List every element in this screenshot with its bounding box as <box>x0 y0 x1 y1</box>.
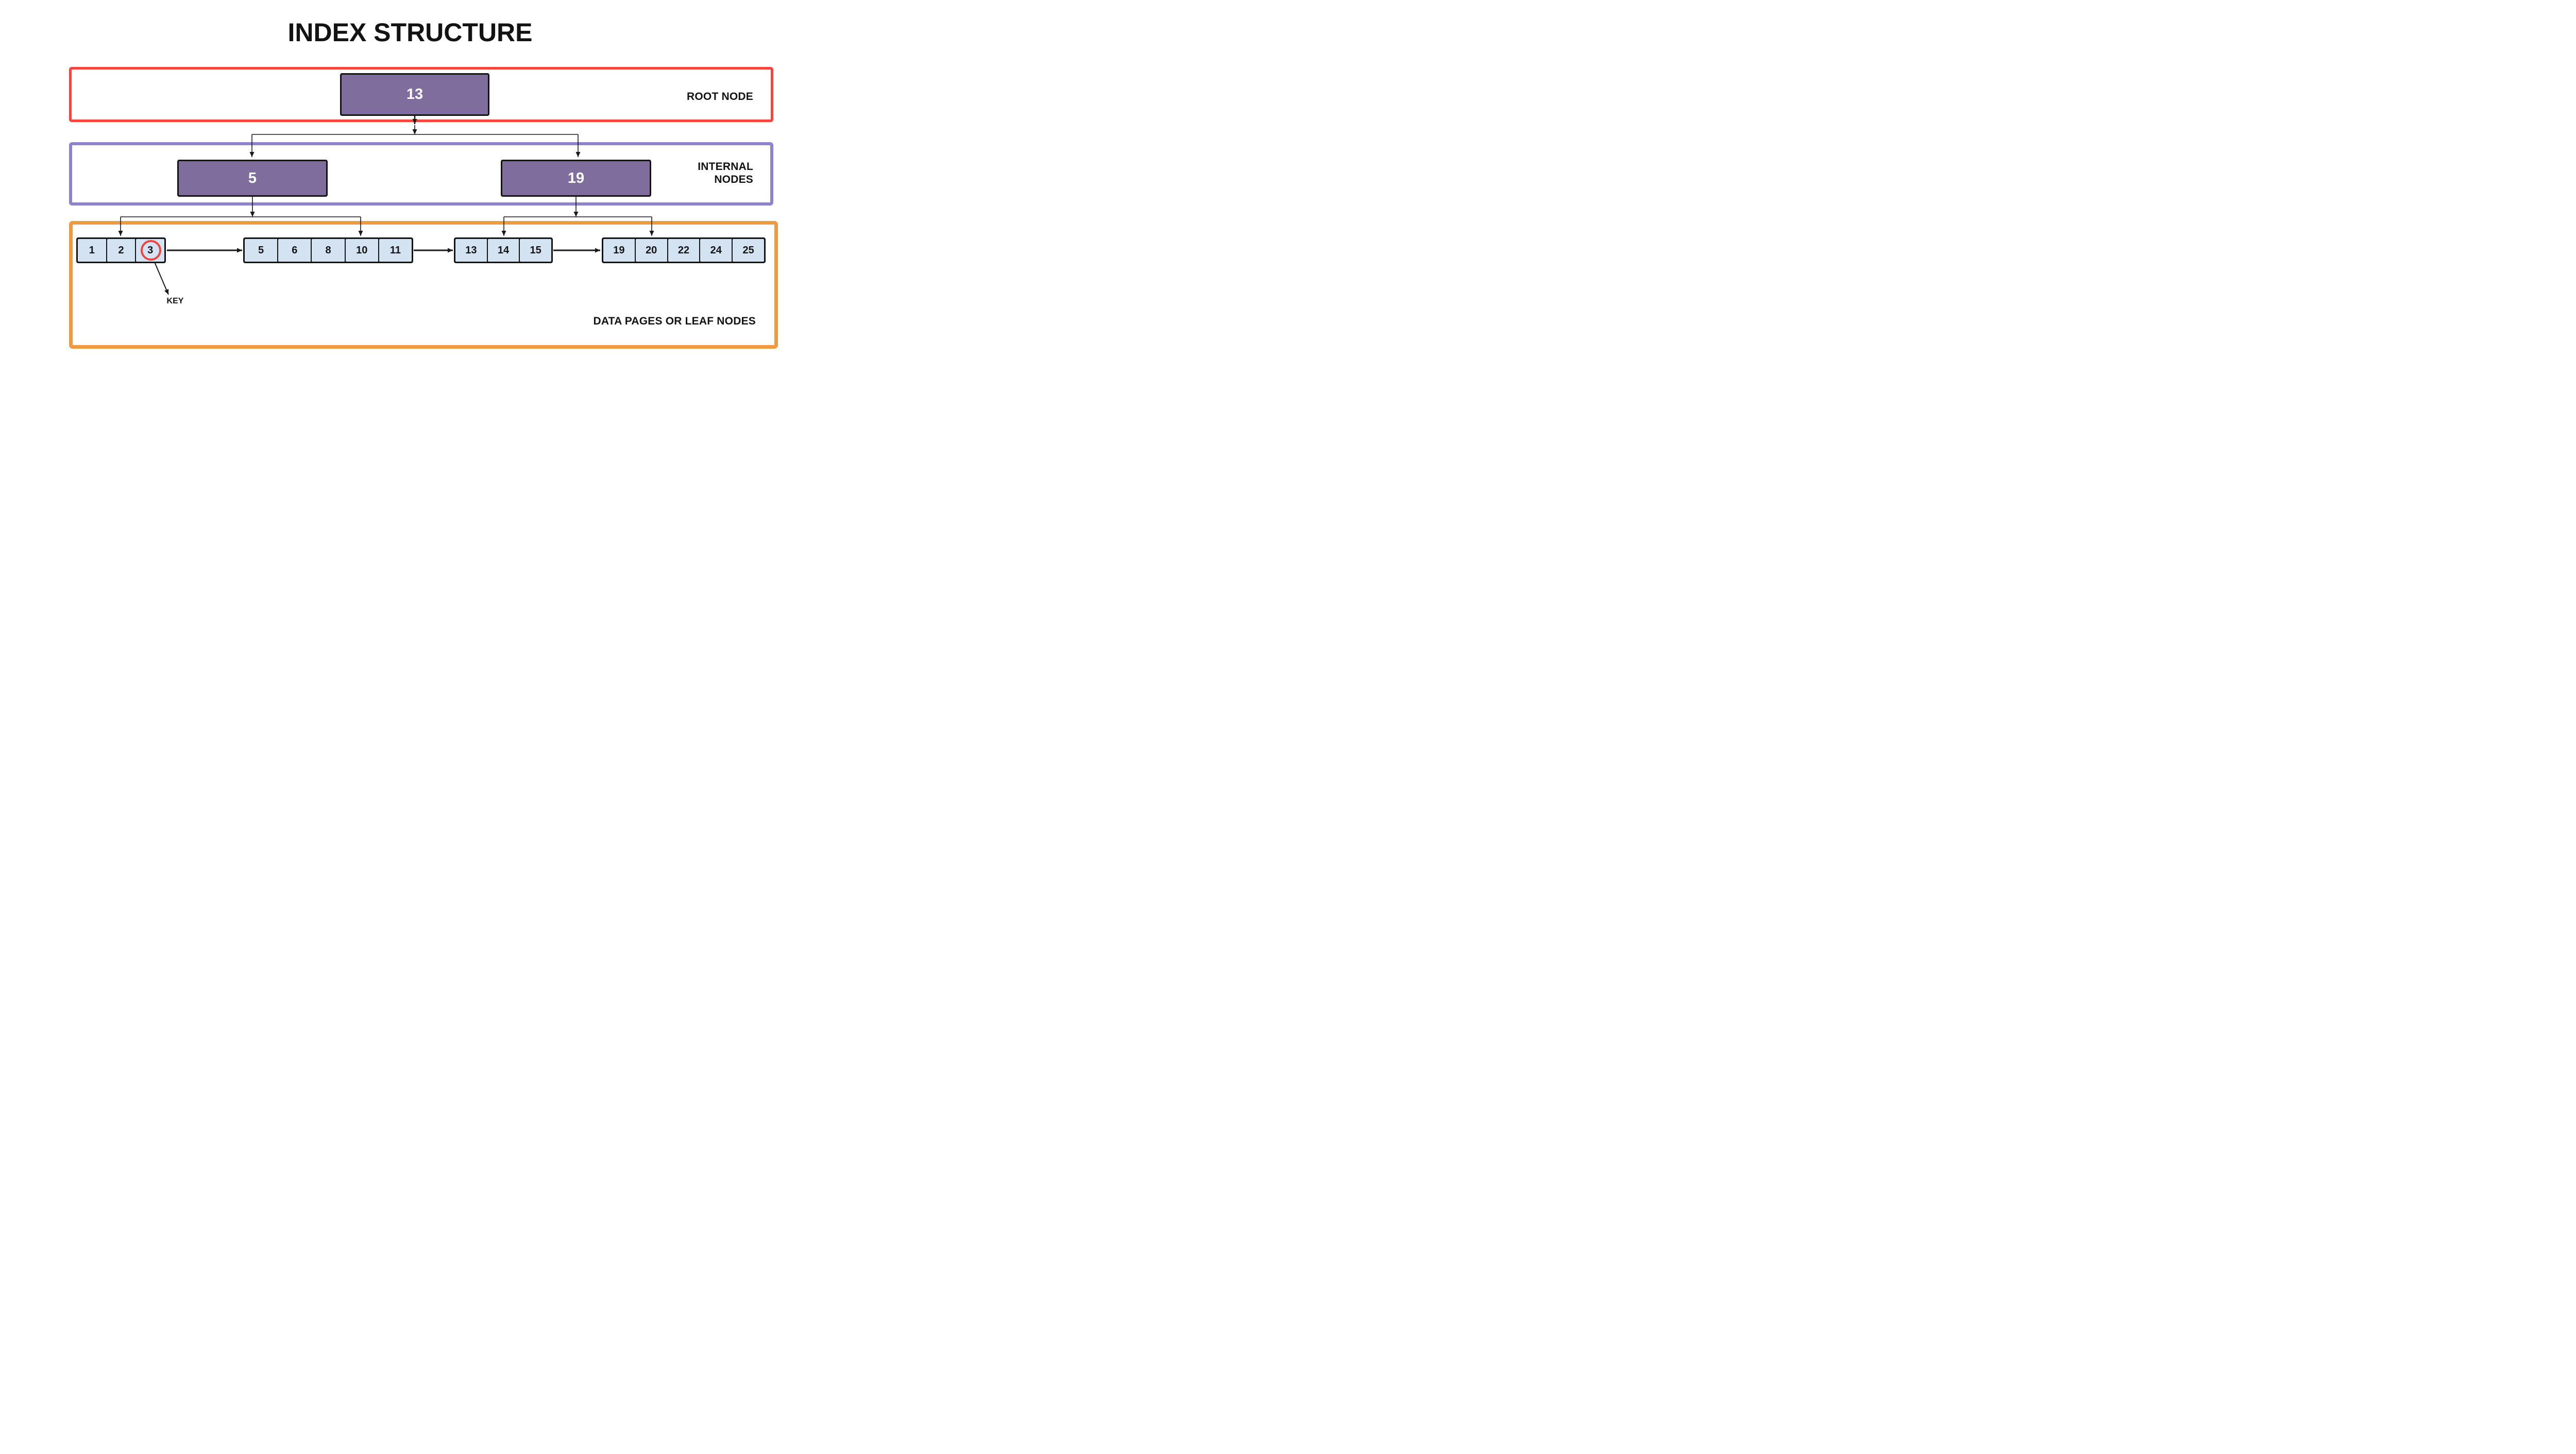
leaf-page-2: 5 6 8 10 11 <box>243 237 413 263</box>
leaf-cell: 6 <box>278 239 312 262</box>
leaf-cell: 15 <box>520 239 552 262</box>
leaf-cell: 22 <box>668 239 701 262</box>
leaf-cell: 5 <box>245 239 279 262</box>
root-node-label: ROOT NODE <box>687 91 753 102</box>
internal-nodes-container <box>69 142 773 206</box>
leaf-cell: 8 <box>312 239 346 262</box>
leaf-cell: 1 <box>78 239 107 262</box>
internal-nodes-label-line1: INTERNAL <box>698 161 753 173</box>
leaf-cell: 20 <box>635 239 668 262</box>
leaf-cell: 11 <box>379 239 412 262</box>
internal-nodes-label: INTERNAL NODES <box>698 160 753 186</box>
leaf-cell: 2 <box>107 239 137 262</box>
key-circle-highlight <box>141 240 161 261</box>
leaf-cell: 13 <box>455 239 488 262</box>
root-node-value: 13 <box>406 86 423 102</box>
page-title: INDEX STRUCTURE <box>287 18 533 47</box>
root-node: 13 <box>340 73 489 116</box>
leaf-nodes-label: DATA PAGES OR LEAF NODES <box>593 315 756 327</box>
internal-node-5: 5 <box>177 160 328 197</box>
internal-node-19: 19 <box>501 160 651 197</box>
leaf-cell: 24 <box>700 239 733 262</box>
key-label: KEY <box>166 297 184 305</box>
internal-node-value: 19 <box>567 169 585 186</box>
internal-nodes-label-line2: NODES <box>714 174 753 185</box>
leaf-cell: 10 <box>345 239 379 262</box>
leaf-cell: 19 <box>603 239 636 262</box>
leaf-cell: 25 <box>733 239 764 262</box>
leaf-cell: 14 <box>487 239 520 262</box>
index-structure-diagram: INDEX STRUCTURE 13 ROOT NODE 5 19 INTERN… <box>0 0 820 364</box>
leaf-page-4: 19 20 22 24 25 <box>602 237 766 263</box>
leaf-page-3: 13 14 15 <box>454 237 553 263</box>
internal-node-value: 5 <box>248 169 257 186</box>
